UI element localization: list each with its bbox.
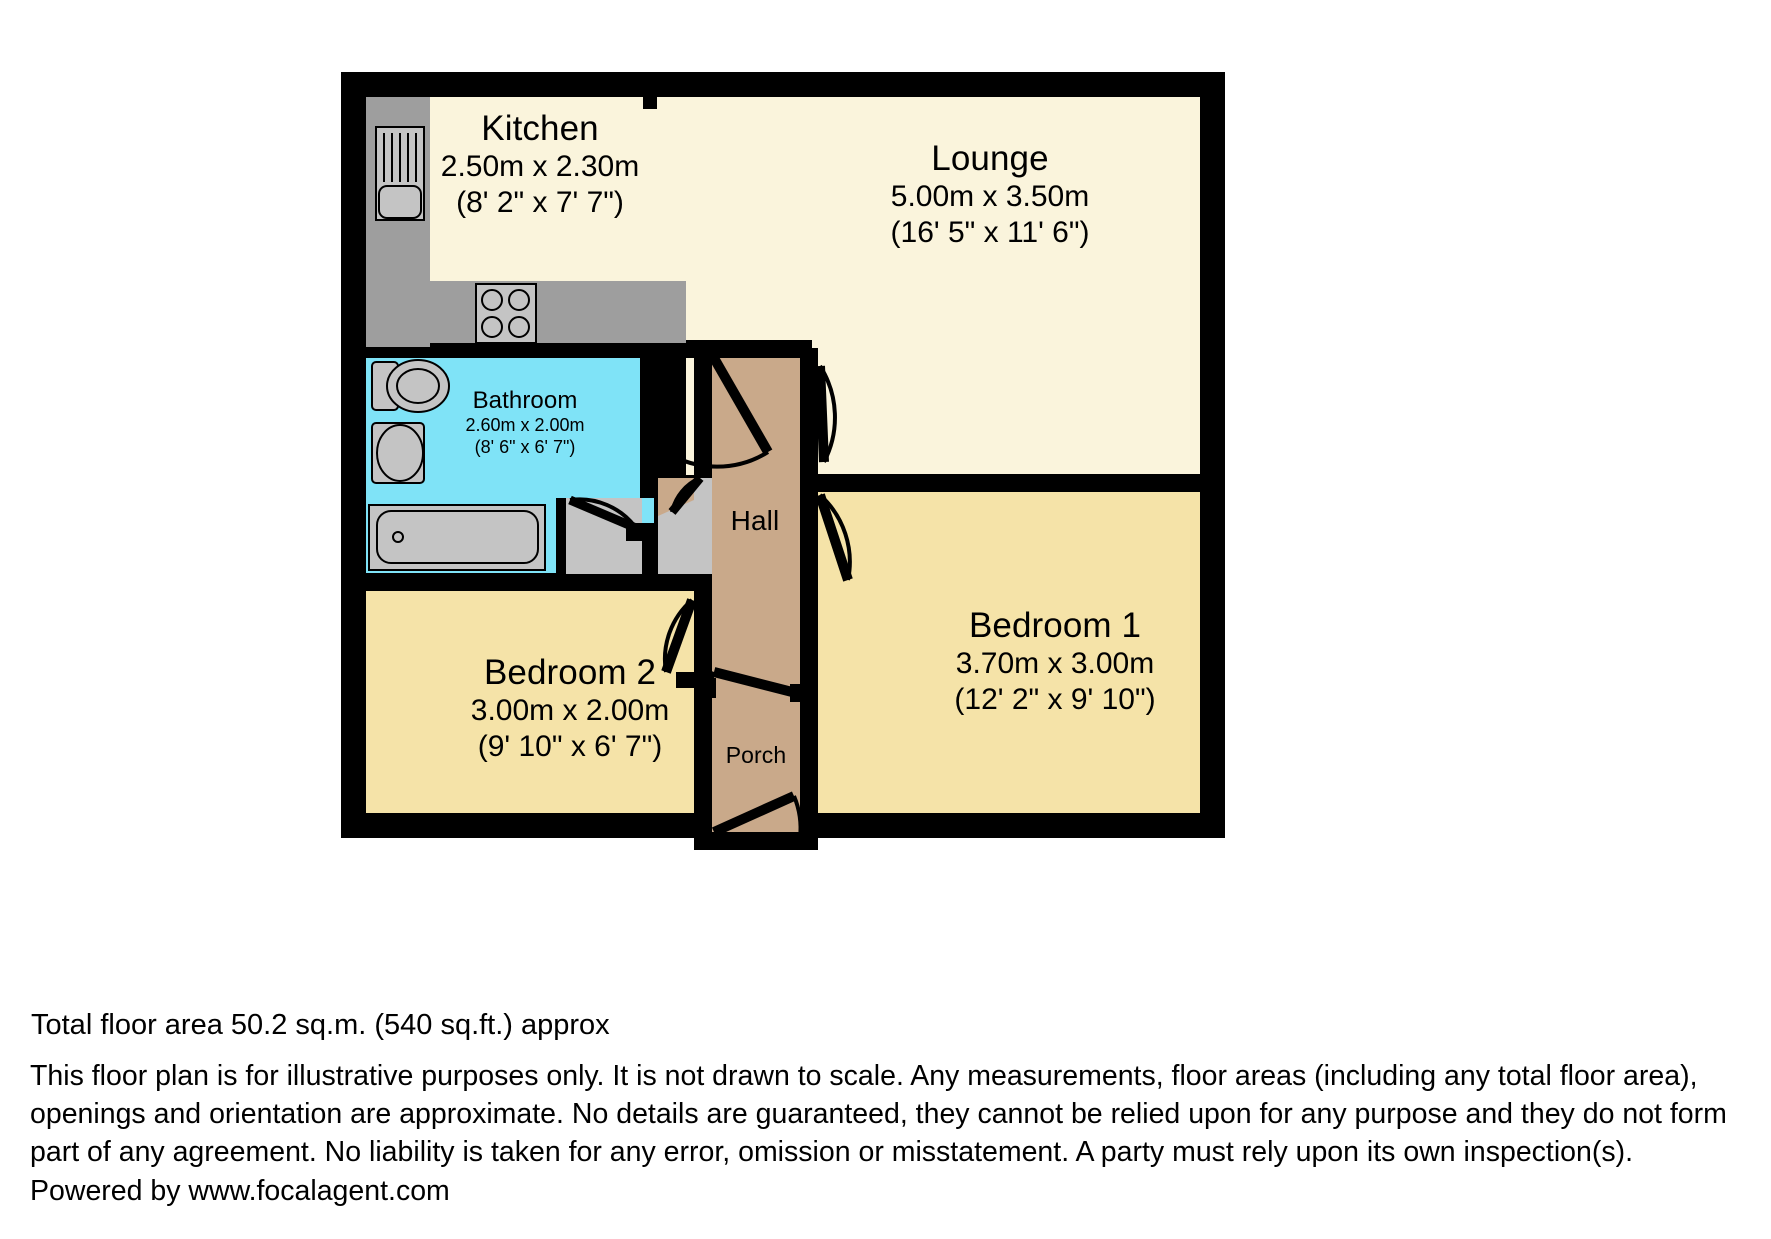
- room-name-kitchen: Kitchen: [481, 109, 599, 148]
- wall-bathroom-right: [640, 348, 658, 498]
- wall-porch-left: [694, 690, 712, 850]
- wall-nib-top: [643, 97, 657, 109]
- door-jamb-bathroom-hall: [694, 348, 718, 364]
- room-dim-kitchen-imperial: (8' 2" x 7' 7"): [456, 185, 624, 219]
- floor-plan-canvas: Kitchen 2.50m x 2.30m (8' 2" x 7' 7") Lo…: [325, 72, 1240, 850]
- room-label-bedroom1: Bedroom 1 3.70m x 3.00m (12' 2" x 9' 10"…: [870, 605, 1240, 717]
- room-dim-bedroom1-imperial: (12' 2" x 9' 10"): [954, 682, 1156, 716]
- bathroom-basin-bowl: [376, 424, 424, 482]
- room-name-bathroom: Bathroom: [472, 387, 578, 414]
- door-hall-lounge: [815, 364, 837, 463]
- floor-plan-drawing: [341, 72, 1225, 850]
- door-jamb-bathroom-inner: [626, 523, 656, 541]
- room-label-hall: Hall: [660, 504, 850, 537]
- room-name-bedroom1: Bedroom 1: [968, 606, 1142, 645]
- room-label-kitchen: Kitchen 2.50m x 2.30m (8' 2" x 7' 7"): [325, 108, 755, 220]
- room-dim-bedroom2-imperial: (9' 10" x 6' 7"): [477, 729, 663, 763]
- room-dim-lounge-metric: 5.00m x 3.50m: [890, 180, 1090, 214]
- door-hall-bedroom2: [661, 598, 697, 674]
- door-jamb-bedroom1-top: [800, 468, 818, 494]
- kitchen-worktop-bottom-ext: [430, 281, 686, 343]
- kitchen-sink-bowl: [378, 185, 422, 219]
- room-name-hall: Hall: [730, 505, 780, 536]
- kitchen-sink-drainer-lines: [383, 133, 417, 182]
- door-jamb-bedroom1-bottom: [800, 580, 818, 610]
- room-dim-bedroom2-metric: 3.00m x 2.00m: [470, 694, 670, 728]
- room-dim-lounge-imperial: (16' 5" x 11' 6"): [890, 215, 1090, 249]
- room-dim-bathroom-metric: 2.60m x 2.00m: [465, 415, 585, 436]
- wall-lounge-bedroom1: [800, 474, 1225, 492]
- wall-porch-bottom: [694, 832, 818, 850]
- room-fill-bedroom2: [366, 590, 696, 813]
- door-bathroom-inner: [568, 495, 638, 533]
- bathroom-toilet-seat: [396, 368, 440, 404]
- door-hall-cupboard: [668, 475, 704, 515]
- bathroom-bath-plug: [392, 531, 404, 543]
- room-name-lounge: Lounge: [931, 139, 1049, 178]
- disclaimer-text: This floor plan is for illustrative purp…: [30, 1060, 1727, 1207]
- room-name-bedroom2: Bedroom 2: [483, 653, 657, 692]
- room-fill-bedroom1: [812, 487, 1200, 813]
- room-name-porch: Porch: [725, 742, 787, 768]
- room-label-bedroom2: Bedroom 2 3.00m x 2.00m (9' 10" x 6' 7"): [370, 652, 770, 764]
- kitchen-hob-rings: [481, 289, 530, 338]
- room-dim-bedroom1-metric: 3.70m x 3.00m: [955, 647, 1155, 681]
- room-dim-kitchen-metric: 2.50m x 2.30m: [440, 150, 640, 184]
- total-floor-area-text: Total floor area 50.2 sq.m. (540 sq.ft.)…: [31, 1009, 610, 1041]
- door-bathroom-hall: [664, 355, 773, 469]
- room-dim-bathroom-imperial: (8' 6" x 6' 7"): [474, 436, 576, 457]
- wall-porch-right: [800, 690, 818, 850]
- room-label-lounge: Lounge 5.00m x 3.50m (16' 5" x 11' 6"): [790, 138, 1190, 250]
- door-hall-bedroom1: [815, 493, 853, 582]
- room-label-bathroom: Bathroom 2.60m x 2.00m (8' 6" x 6' 7"): [380, 387, 670, 458]
- wall-bathroom-bottom: [341, 573, 701, 591]
- bathroom-bath-inner: [376, 510, 539, 564]
- room-label-porch: Porch: [676, 742, 836, 769]
